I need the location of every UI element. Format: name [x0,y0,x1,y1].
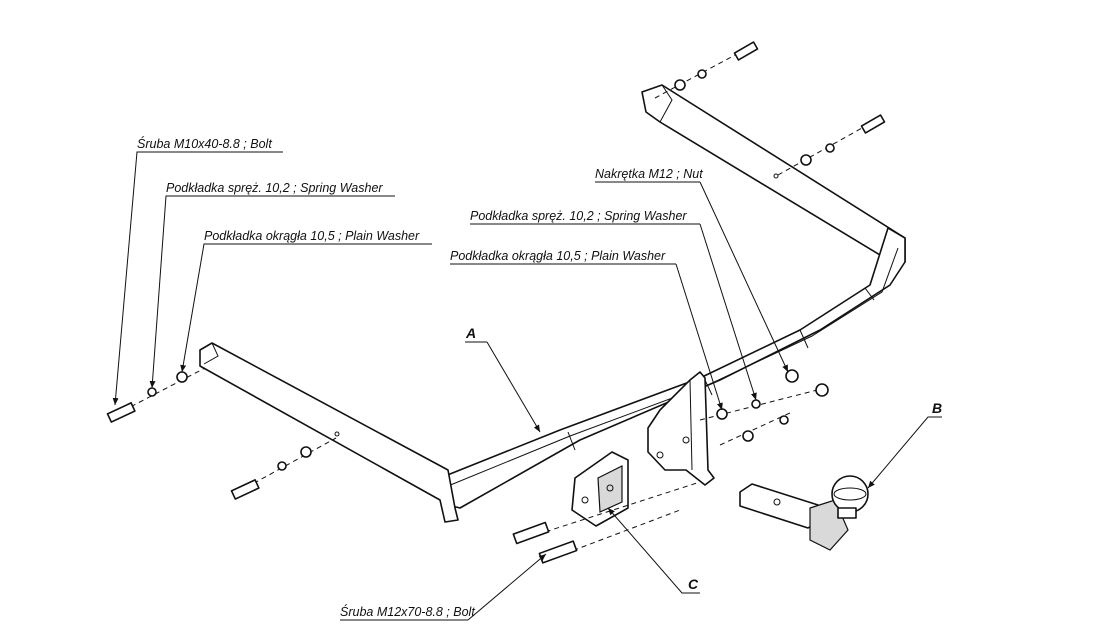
label-bolt-m12: Śruba M12x70-8.8 ; Bolt [340,604,475,619]
mounting-plate [647,371,715,486]
socket-plate [571,451,629,527]
leader-lines [112,151,942,621]
main-crossbar [439,227,906,509]
left-side-bracket [199,342,459,523]
part-letter-c: C [688,576,699,592]
label-nut-m12: Nakrętka M12 ; Nut [595,167,703,181]
left-fasteners [106,367,337,500]
label-spring-washer-right: Podkładka spręż. 10,2 ; Spring Washer [470,209,687,223]
ball-hitch [739,475,869,551]
part-letter-a: A [465,325,476,341]
label-plain-washer-left: Podkładka okrągła 10,5 ; Plain Washer [204,229,420,243]
upper-right-fasteners [654,41,886,176]
label-bolt-m10: Śruba M10x40-8.8 ; Bolt [137,136,272,151]
part-letter-b: B [932,400,942,416]
label-plain-washer-right: Podkładka okrągła 10,5 ; Plain Washer [450,249,666,263]
label-spring-washer-left: Podkładka spręż. 10,2 ; Spring Washer [166,181,383,195]
